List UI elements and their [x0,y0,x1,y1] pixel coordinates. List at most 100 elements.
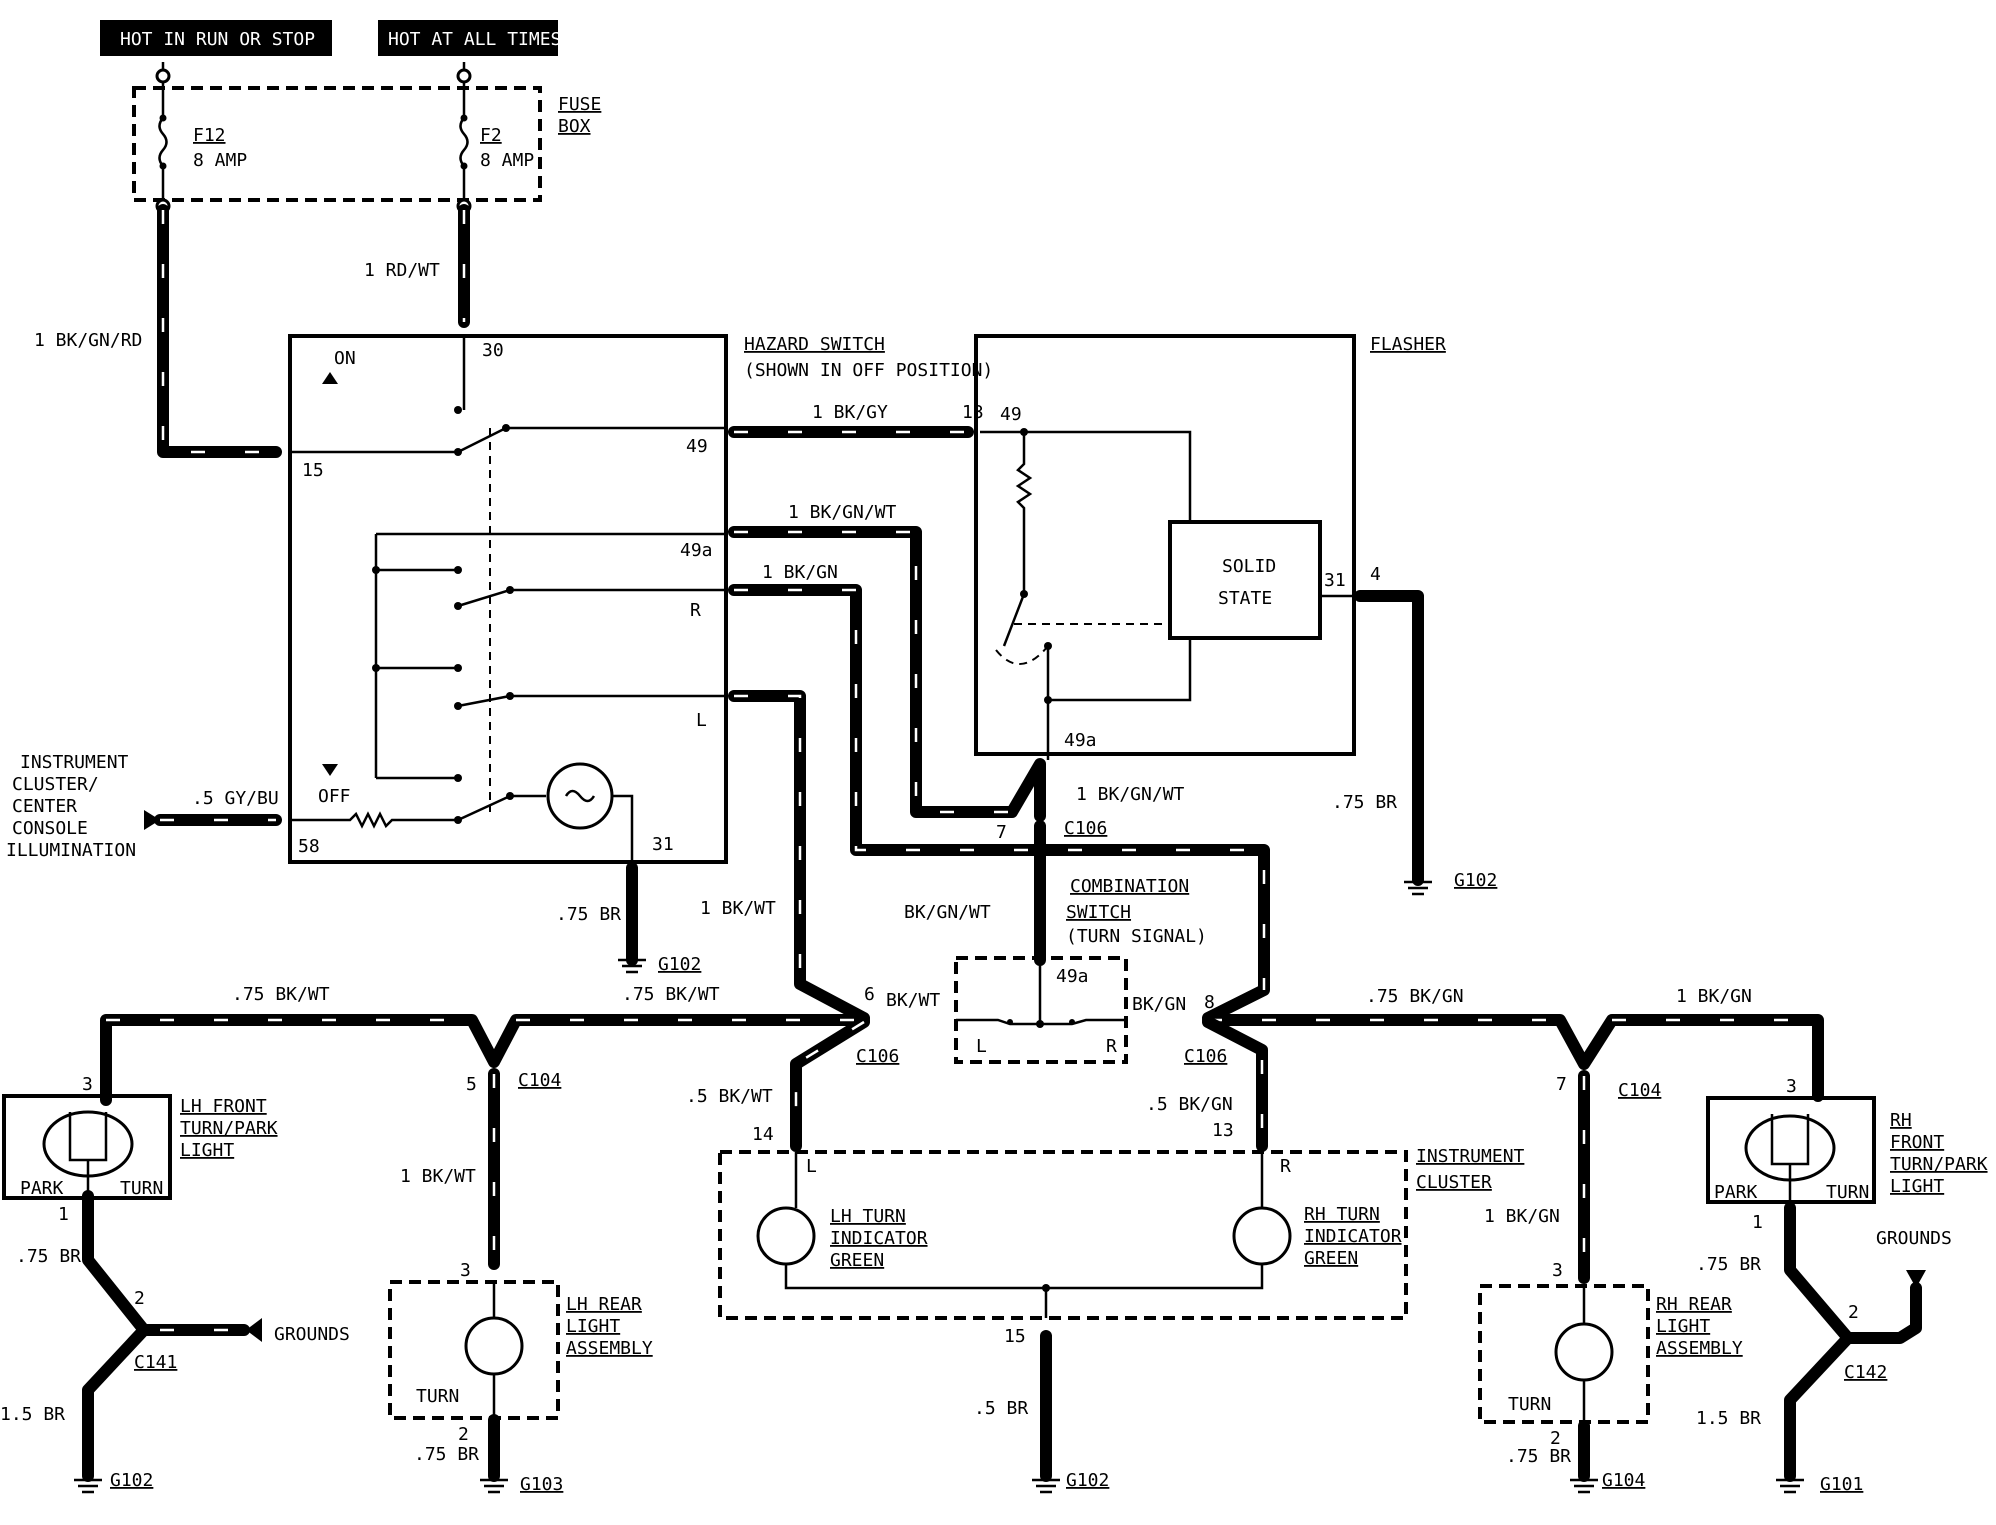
svg-text:2: 2 [1848,1302,1859,1323]
svg-text:R: R [1106,1036,1117,1057]
ground-icon [74,1478,102,1494]
svg-text:TURN: TURN [1826,1182,1869,1203]
header-hot-all-times: HOT AT ALL TIMES [378,20,561,56]
svg-text:BK/GN/WT: BK/GN/WT [904,902,991,923]
svg-text:G102: G102 [110,1470,153,1491]
svg-text:.75 BR: .75 BR [1506,1446,1571,1467]
fuse-f2-name: F2 [480,125,502,146]
svg-text:1 BK/GN: 1 BK/GN [762,562,838,583]
fuse-f2-rating: 8 AMP [480,150,534,171]
ground-connector-icon [1906,1270,1926,1288]
svg-text:2: 2 [458,1424,469,1445]
svg-text:RH REAR: RH REAR [1656,1294,1732,1315]
svg-text:49a: 49a [1056,966,1089,987]
svg-text:TURN: TURN [120,1178,163,1199]
header-hot-run-stop: HOT IN RUN OR STOP [100,20,332,56]
svg-text:TURN: TURN [1508,1394,1551,1415]
lh-front-light: LH FRONT TURN/PARK LIGHT PARK TURN 3 1 [2,1074,278,1225]
svg-text:LH REAR: LH REAR [566,1294,642,1315]
svg-text:.75 BR: .75 BR [1696,1254,1761,1275]
ground-icon [1032,1478,1060,1494]
svg-text:31: 31 [1324,570,1346,591]
fuse-f2-icon [459,88,469,200]
svg-text:BK/WT: BK/WT [886,990,940,1011]
wire-labels: 1 RD/WT 1 BK/GN/RD 1 BK/GY 1 BK/GN/WT 1 … [0,260,1761,1467]
svg-text:49: 49 [1000,404,1022,425]
svg-text:1: 1 [58,1204,69,1225]
svg-text:TURN: TURN [416,1386,459,1407]
svg-text:.5 GY/BU: .5 GY/BU [192,788,279,809]
wires [82,204,1922,1482]
arrow-down-icon [322,764,338,776]
ground-connector-icon [246,1318,262,1342]
flasher-title: FLASHER [1370,334,1446,355]
indicator-lamp-icon [1232,1206,1292,1266]
svg-text:1 BK/WT: 1 BK/WT [400,1166,476,1187]
rh-front-light: RH FRONT TURN/PARK LIGHT PARK TURN 3 1 [1706,1076,1988,1233]
svg-text:LH FRONT: LH FRONT [180,1096,267,1117]
svg-text:14: 14 [752,1124,774,1145]
svg-text:G102: G102 [1066,1470,1109,1491]
svg-text:15: 15 [1004,1326,1026,1347]
svg-text:L: L [806,1156,817,1177]
svg-text:C141: C141 [134,1352,177,1373]
svg-text:TURN/PARK: TURN/PARK [180,1118,278,1139]
fuse-box-title-1: FUSE [558,94,601,115]
connector-icon [144,810,160,830]
fuse-f12-rating: 8 AMP [193,150,247,171]
svg-text:PARK: PARK [20,1178,64,1199]
svg-text:G104: G104 [1602,1470,1645,1491]
svg-text:7: 7 [996,822,1007,843]
svg-text:3: 3 [82,1074,93,1095]
svg-text:1 BK/GN/WT: 1 BK/GN/WT [1076,784,1185,805]
svg-text:TURN/PARK: TURN/PARK [1890,1154,1988,1175]
ground-icon [1404,880,1432,896]
svg-text:GREEN: GREEN [1304,1248,1358,1269]
svg-text:1 BK/WT: 1 BK/WT [700,898,776,919]
svg-text:ASSEMBLY: ASSEMBLY [1656,1338,1743,1359]
svg-text:1: 1 [1752,1212,1763,1233]
svg-text:C106: C106 [1184,1046,1227,1067]
fuse-box: F12 8 AMP F2 8 AMP FUSE BOX [132,62,601,214]
svg-text:PARK: PARK [1714,1182,1758,1203]
svg-text:INDICATOR: INDICATOR [1304,1226,1402,1247]
solid-state-module [1168,520,1322,640]
svg-text:.5 BK/GN: .5 BK/GN [1146,1094,1233,1115]
svg-text:15: 15 [302,460,324,481]
illumination-label: INSTRUMENT CLUSTER/ CENTER CONSOLE ILLUM… [6,752,160,861]
solid-state-line1: SOLID [1222,556,1276,577]
svg-text:1 RD/WT: 1 RD/WT [364,260,440,281]
svg-text:LIGHT: LIGHT [180,1140,234,1161]
bulb-icon [1554,1322,1614,1382]
hazard-switch-subtitle: (SHOWN IN OFF POSITION) [744,360,993,381]
svg-text:58: 58 [298,836,320,857]
svg-text:13: 13 [962,402,984,423]
svg-text:5: 5 [466,1074,477,1095]
svg-text:49: 49 [686,436,708,457]
svg-text:1 BK/GN/RD: 1 BK/GN/RD [34,330,142,351]
hazard-on-label: ON [334,348,356,369]
svg-text:C106: C106 [856,1046,899,1067]
svg-text:3: 3 [1786,1076,1797,1097]
svg-text:GREEN: GREEN [830,1250,884,1271]
svg-text:HOT AT ALL TIMES: HOT AT ALL TIMES [388,29,561,50]
bulb-icon [464,1316,524,1376]
svg-text:G103: G103 [520,1474,563,1495]
ground-icon [1776,1478,1804,1494]
svg-text:G102: G102 [658,954,701,975]
svg-text:49a: 49a [1064,730,1097,751]
svg-text:CENTER: CENTER [12,796,77,817]
svg-text:2: 2 [134,1288,145,1309]
ground-icon [618,958,646,974]
svg-text:INDICATOR: INDICATOR [830,1228,928,1249]
svg-text:GROUNDS: GROUNDS [274,1324,350,1345]
instrument-cluster: INSTRUMENT CLUSTER LH TURN INDICATOR GRE… [718,1120,1525,1347]
svg-text:31: 31 [652,834,674,855]
svg-text:INSTRUMENT: INSTRUMENT [20,752,129,773]
svg-text:LIGHT: LIGHT [1890,1176,1944,1197]
ground-icon [480,1478,508,1494]
svg-text:LH TURN: LH TURN [830,1206,906,1227]
svg-text:GROUNDS: GROUNDS [1876,1228,1952,1249]
combination-switch: COMBINATION SWITCH (TURN SIGNAL) 49a L R [954,876,1207,1064]
